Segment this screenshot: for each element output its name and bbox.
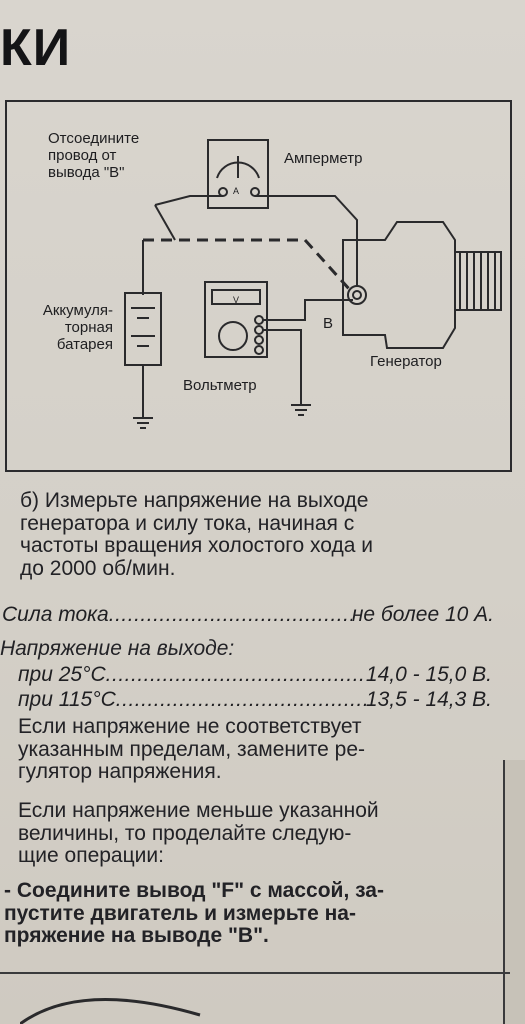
note-low-voltage-line3: щие операции:	[18, 844, 164, 867]
bottom-rule	[0, 972, 510, 974]
bullet-line1: - Соедините вывод "F" с массой, за-	[4, 879, 384, 902]
voltmeter-to-b-wire	[263, 299, 353, 321]
generator-pulley	[454, 251, 502, 311]
section-title-fragment: КИ	[0, 19, 72, 77]
voltmeter-symbol: V	[233, 295, 240, 305]
step-b-paragraph: б) Измерьте напряжение на выходе генерат…	[20, 489, 373, 580]
disconnect-label-line2: провод от	[48, 147, 117, 164]
step-b-line2: генератора и силу тока, начиная с	[20, 511, 355, 535]
step-b-line1: б) Измерьте напряжение на выходе	[20, 489, 369, 512]
current-spec-row: Сила тока не более 10 А.	[2, 603, 494, 627]
voltage-25-value: 14,0 - 15,0 В.	[365, 663, 492, 686]
terminal-b-label: В	[323, 315, 334, 332]
dot-leader	[109, 603, 352, 627]
voltage-115-value: 13,5 - 14,3 В.	[365, 688, 492, 711]
generator-label: Генератор	[370, 353, 442, 370]
ammeter-wire-right	[255, 195, 358, 280]
voltmeter-ground-wire	[263, 329, 302, 405]
step-b-line3: частоты вращения холостого хода и	[20, 534, 373, 557]
note-regulator-line1: Если напряжение не соответствует	[18, 715, 362, 738]
voltmeter-display	[211, 289, 261, 305]
voltage-115-label: при 115°С	[18, 688, 116, 711]
dot-leader	[106, 663, 366, 687]
bullet-line2: пустите двигатель и измерьте на-	[4, 901, 356, 925]
voltmeter-dial	[218, 321, 248, 351]
disconnect-label: Отсоедините провод от вывода "В"	[48, 130, 139, 181]
note-regulator-line3: гулятор напряжения.	[18, 760, 222, 783]
wiring-diagram	[124, 139, 502, 429]
ammeter-plus-terminal	[250, 187, 260, 197]
step-b-line4: до 2000 об/мин.	[20, 556, 176, 580]
ammeter-box	[207, 139, 269, 209]
battery-label: Аккумуля- торная батарея	[7, 302, 113, 353]
voltage-25-label: при 25°С	[18, 663, 106, 686]
ammeter-minus-terminal	[218, 187, 228, 197]
bullet-line3: пряжение на выводе "В".	[4, 924, 269, 947]
ammeter-wire-left	[154, 195, 223, 206]
battery-label-line1: Аккумуля-	[42, 302, 113, 319]
disconnected-wire	[143, 238, 352, 292]
dot-leader	[116, 688, 366, 712]
disconnect-label-line3: вывода "В"	[48, 164, 125, 181]
next-figure-fragment	[20, 998, 201, 1024]
note-low-voltage: Если напряжение меньше указанной величин…	[18, 799, 379, 868]
generator-body	[342, 221, 456, 349]
voltage-115-row: при 115°С 13,5 - 14,3 В.	[18, 688, 492, 712]
battery-box	[124, 292, 162, 366]
note-low-voltage-line1: Если напряжение меньше указанной	[18, 799, 379, 822]
voltage-25-row: при 25°С 14,0 - 15,0 В.	[18, 663, 492, 687]
voltage-heading: Напряжение на выходе:	[0, 637, 235, 660]
note-regulator: Если напряжение не соответствует указанн…	[18, 715, 366, 784]
voltmeter-label: Вольтметр	[183, 377, 257, 394]
ammeter-symbol: A	[233, 186, 240, 196]
note-regulator-line2: указанным пределам, замените ре-	[18, 737, 366, 761]
adjacent-page-edge	[503, 760, 525, 1024]
current-value: не более 10 А.	[351, 603, 494, 626]
diagram-frame	[5, 100, 512, 472]
disconnect-label-line1: Отсоедините	[48, 130, 140, 147]
generator-terminal-b	[347, 285, 367, 305]
battery-label-line2: торная	[64, 319, 113, 336]
wire-break-mark	[154, 204, 176, 241]
battery-label-line3: батарея	[56, 336, 113, 353]
current-label: Сила тока	[2, 603, 109, 626]
note-low-voltage-line2: величины, то проделайте следую-	[18, 821, 352, 845]
bullet-instruction: - Соедините вывод "F" с массой, за- пуст…	[4, 879, 384, 948]
ammeter-label: Амперметр	[284, 150, 363, 167]
